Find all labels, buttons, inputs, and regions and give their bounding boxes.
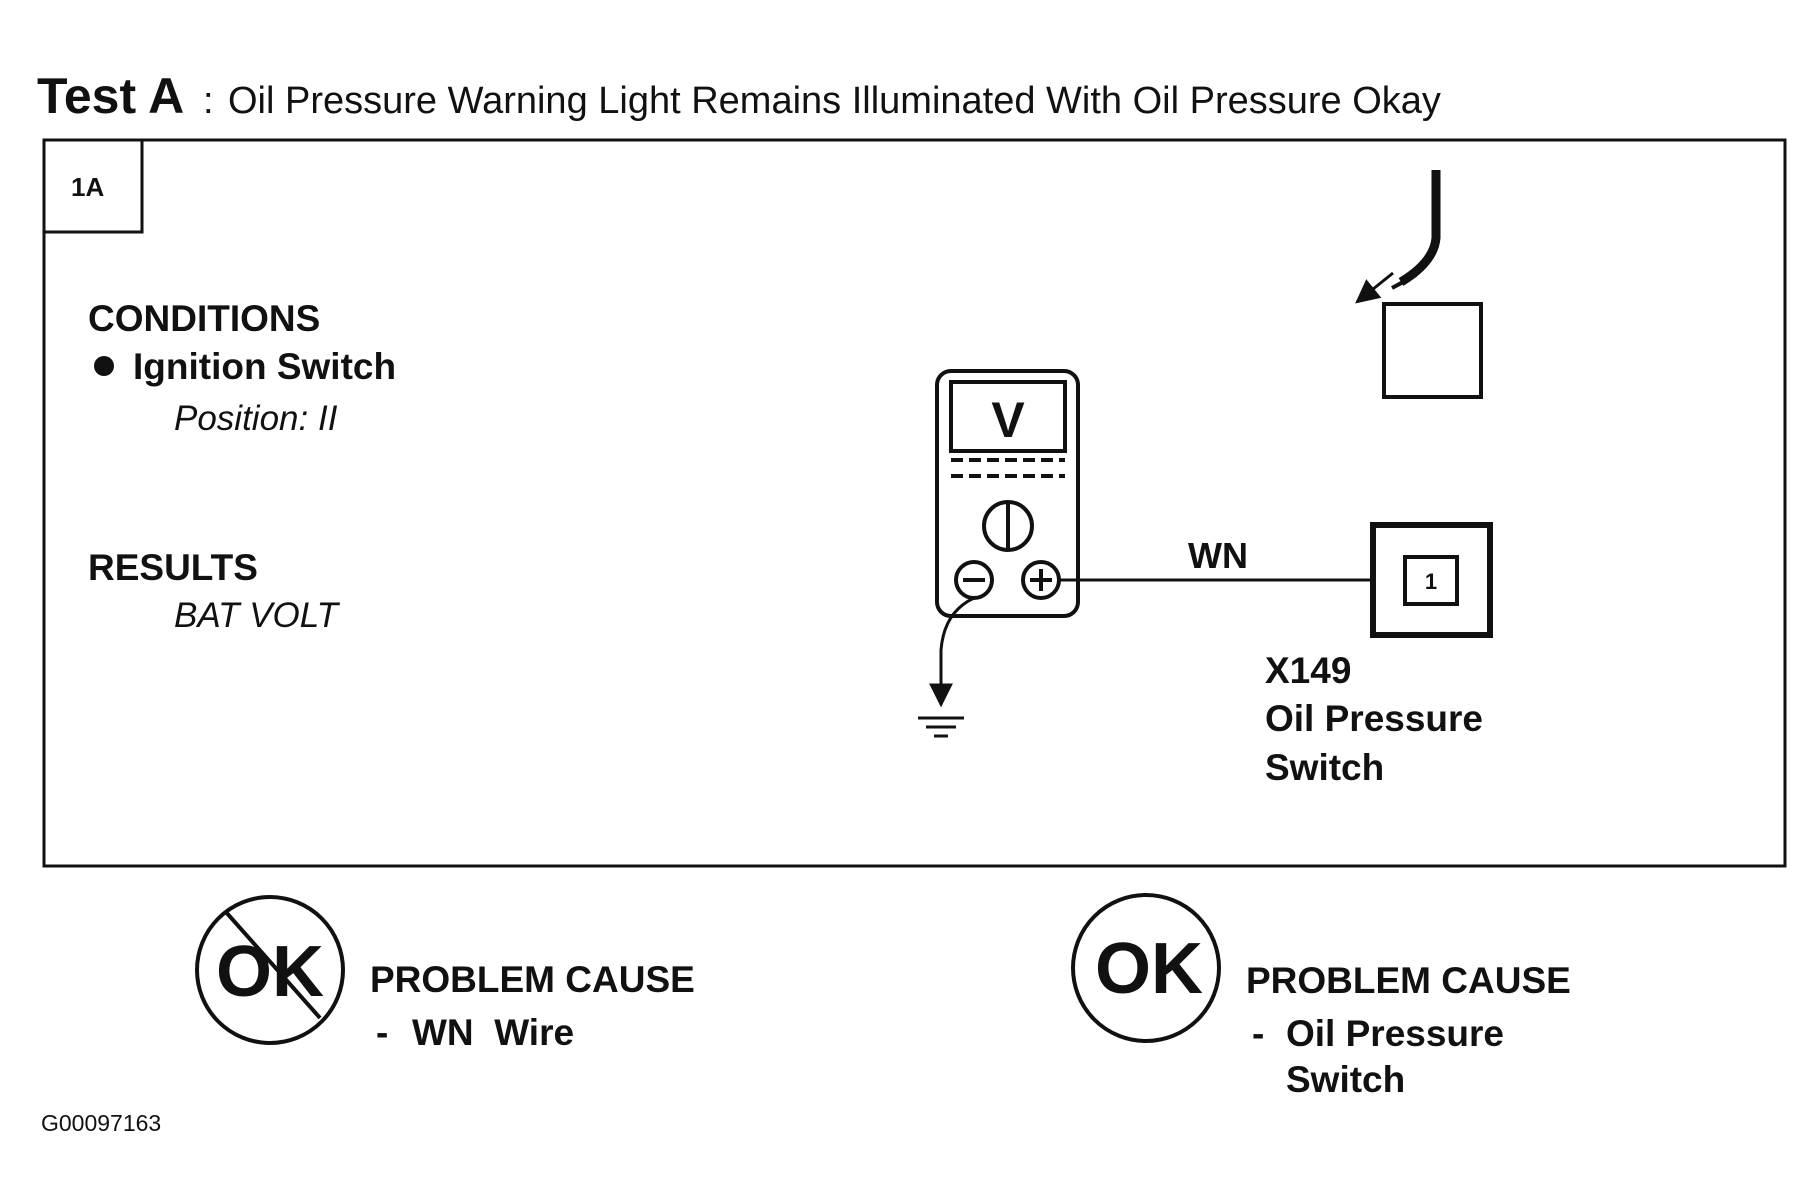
voltmeter-icon: V	[935, 369, 1080, 618]
meter-display-symbol: V	[991, 392, 1025, 448]
step-id: 1A	[71, 172, 104, 202]
condition-item: Ignition Switch	[133, 346, 396, 387]
connector-name-line1: Oil Pressure	[1265, 698, 1483, 739]
bullet-icon	[94, 356, 114, 376]
ok-cause-line1: Oil Pressure	[1286, 1013, 1504, 1054]
not-ok-symbol-text: OK	[216, 932, 324, 1012]
test-description: Oil Pressure Warning Light Remains Illum…	[228, 80, 1441, 122]
not-ok-symbol-icon: OK	[195, 895, 345, 1045]
connector-pin-number: 1	[1425, 569, 1437, 594]
results-heading: RESULTS	[88, 547, 258, 588]
ok-symbol-icon: OK	[1071, 893, 1221, 1043]
connector-id: X149	[1265, 650, 1351, 691]
ground-lead	[929, 596, 975, 708]
wire-label: WN	[1188, 535, 1248, 576]
result-value: BAT VOLT	[174, 596, 341, 635]
step-id-box	[42, 138, 144, 234]
test-label: Test A	[37, 68, 184, 124]
test-frame	[42, 138, 1787, 868]
title-separator: :	[203, 80, 214, 122]
connector-pin-box	[1403, 555, 1459, 606]
ok-cause-line2: Switch	[1286, 1059, 1405, 1100]
not-ok-problem-heading: PROBLEM CAUSE	[370, 959, 695, 1000]
conditions-heading: CONDITIONS	[88, 298, 320, 339]
condition-detail: Position: II	[174, 399, 338, 438]
ok-cause-dash: -	[1252, 1013, 1264, 1054]
ok-problem-heading: PROBLEM CAUSE	[1246, 960, 1571, 1001]
connector-name-line2: Switch	[1265, 747, 1384, 788]
figure-id: G00097163	[41, 1110, 161, 1136]
ok-symbol-text: OK	[1095, 929, 1203, 1009]
ground-symbol-icon	[918, 716, 964, 738]
oil-pressure-switch-icon	[1355, 170, 1483, 399]
not-ok-cause-dash: -	[376, 1012, 388, 1053]
not-ok-cause: WN Wire	[412, 1012, 574, 1053]
